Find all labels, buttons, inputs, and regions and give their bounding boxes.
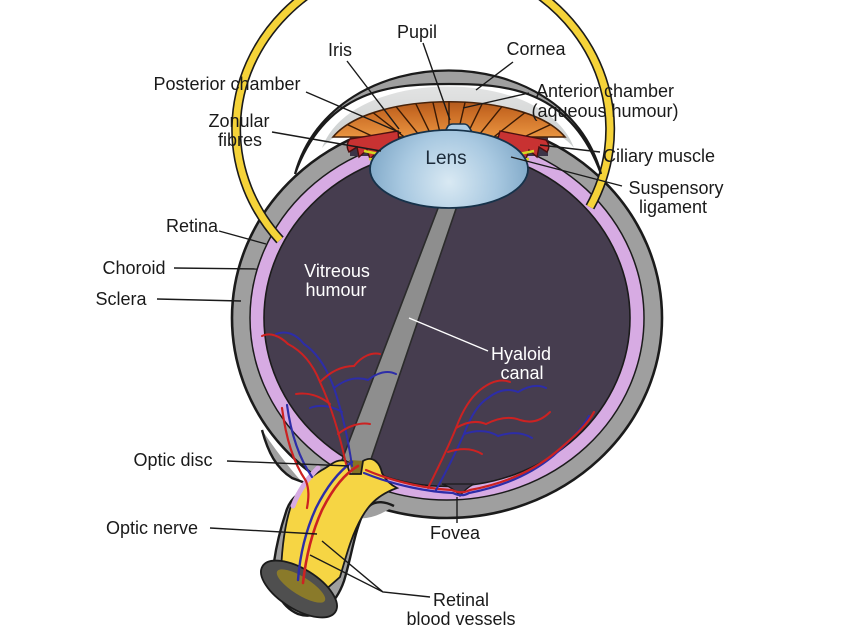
label-cornea: Cornea xyxy=(506,39,566,59)
label-retinal-vessels-line2: blood vessels xyxy=(406,609,515,629)
leader-hyaloid-canal xyxy=(408,317,489,352)
leader-optic-disc xyxy=(226,460,350,467)
label-anterior-chamber-line2: (aqueous humour) xyxy=(531,101,678,121)
label-sclera: Sclera xyxy=(95,289,147,309)
leader-retinal-vessels xyxy=(309,540,431,598)
label-lens: Lens xyxy=(425,148,466,169)
label-retinal-vessels-line1: Retinal xyxy=(433,590,489,610)
anterior-segment xyxy=(293,69,603,469)
leader-pupil xyxy=(422,42,451,121)
label-optic-nerve: Optic nerve xyxy=(106,518,198,538)
leader-iris xyxy=(346,60,400,130)
leader-retina xyxy=(218,230,267,245)
leader-sclera xyxy=(156,298,242,302)
leader-posterior-chamber xyxy=(305,91,402,134)
retina-band xyxy=(232,0,614,243)
retinal-vessels xyxy=(261,331,596,585)
label-hyaloid-line2: canal xyxy=(500,363,543,383)
label-pupil: Pupil xyxy=(397,22,437,42)
cornea-shape xyxy=(293,69,603,175)
leader-cornea xyxy=(475,61,514,91)
label-posterior-chamber: Posterior chamber xyxy=(153,74,300,94)
leader-choroid xyxy=(173,267,258,270)
lens-shape xyxy=(369,129,529,209)
leader-zonular-fibres xyxy=(271,131,382,152)
anterior-chamber-shape xyxy=(322,86,574,148)
label-iris: Iris xyxy=(328,40,352,60)
label-suspensory-line1: Suspensory xyxy=(628,178,723,198)
leader-anterior-chamber xyxy=(462,92,530,109)
label-fovea: Fovea xyxy=(430,523,481,543)
label-optic-disc: Optic disc xyxy=(133,450,212,470)
choroid-fold-into-nerve xyxy=(290,465,321,509)
leader-suspensory-ligament xyxy=(510,156,623,187)
label-zonular-line1: Zonular xyxy=(208,111,269,131)
label-hyaloid-line1: Hyaloid xyxy=(491,344,551,364)
eye-globe xyxy=(230,0,664,520)
leader-optic-nerve xyxy=(209,527,318,535)
label-vitreous-line2: humour xyxy=(305,280,366,300)
label-vitreous-line1: Vitreous xyxy=(304,261,370,281)
leader-ciliary-muscle xyxy=(539,144,601,153)
optic-nerve-core xyxy=(280,458,400,593)
label-anterior-chamber-line1: Anterior chamber xyxy=(536,81,674,101)
label-choroid: Choroid xyxy=(102,258,165,278)
label-ciliary-muscle: Ciliary muscle xyxy=(603,146,715,166)
label-retina: Retina xyxy=(166,216,219,236)
label-suspensory-line2: ligament xyxy=(639,197,707,217)
leader-lines xyxy=(156,42,623,598)
label-zonular-line2: fibres xyxy=(218,130,262,150)
labels: Pupil Iris Cornea Posterior chamber Ante… xyxy=(95,22,723,629)
optic-nerve-cut-core xyxy=(276,569,326,603)
